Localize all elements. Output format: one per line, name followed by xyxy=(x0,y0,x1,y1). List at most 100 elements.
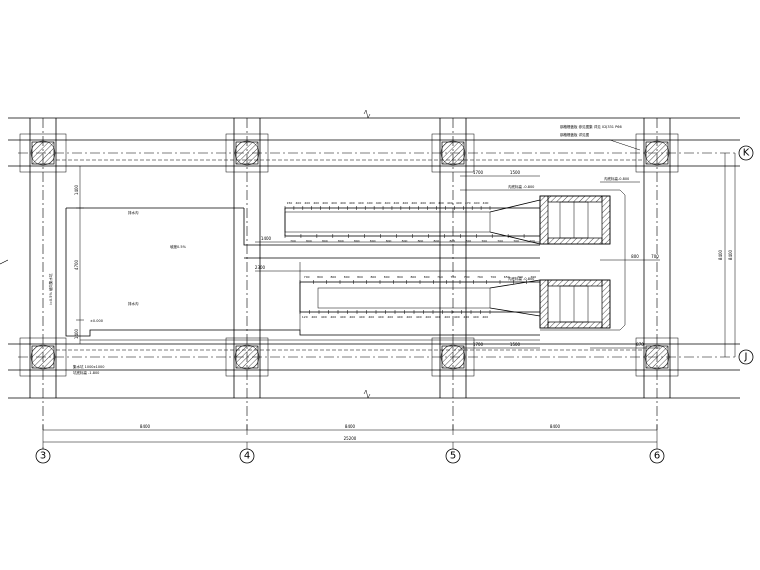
lower-bottom-label: 400 xyxy=(330,315,336,319)
upper-top-label: 400 xyxy=(402,201,408,205)
upper-top-label: 400 xyxy=(474,201,480,205)
dim-side-a: 1400 xyxy=(74,184,79,195)
lower-top-label: 700 xyxy=(517,275,523,279)
note-small-1: 排水沟 xyxy=(128,210,139,215)
lower-bottom-label: 400 xyxy=(378,315,384,319)
axis-bubble-4 xyxy=(239,448,255,464)
upper-top-label: 400 xyxy=(367,201,373,205)
lower-top-label: 800 xyxy=(410,275,416,279)
upper-top-label: 150 xyxy=(287,201,293,205)
lower-bottom-label: 400 xyxy=(387,315,393,319)
upper-top-label: 400 xyxy=(358,201,364,205)
dimension-texts: 8400 8400 8400 25200 8400 8400 1700 1500… xyxy=(74,170,733,441)
lower-top-label: 700 xyxy=(464,275,470,279)
lower-bottom-label: 400 xyxy=(359,315,365,319)
column-6K xyxy=(635,133,679,173)
lower-top-label: 700 xyxy=(490,275,496,279)
note-left-vertical: i=0.5% 坡向集水坑 xyxy=(48,273,53,305)
pit-outline xyxy=(65,189,626,341)
lower-bottom-label: 400 xyxy=(397,315,403,319)
upper-bottom-label: 800 xyxy=(402,239,408,243)
upper-top-label: 400 xyxy=(411,201,417,205)
note-top-right-1: 钢格栅盖板 参见图集 详见 02J331 P66 xyxy=(560,124,622,129)
upper-top-label: 400 xyxy=(296,201,302,205)
column-3K xyxy=(19,133,67,173)
upper-bottom-label: 800 xyxy=(449,239,455,243)
column-4J xyxy=(225,337,269,377)
upper-bottom-label: 700 xyxy=(529,239,535,243)
column-4K xyxy=(225,133,269,173)
upper-top-label: 400 xyxy=(304,201,310,205)
upper-top-label: 470 xyxy=(465,201,471,205)
lower-top-label: 760 xyxy=(477,275,483,279)
upper-top-label: 400 xyxy=(349,201,355,205)
lower-bottom-label: 400 xyxy=(444,315,450,319)
upper-top-label: 400 xyxy=(447,201,453,205)
lower-bottom-label: 400 xyxy=(425,315,431,319)
upper-top-label: 400 xyxy=(340,201,346,205)
dim-right-b: 700 xyxy=(651,254,659,259)
upper-bottom-label: 700 xyxy=(497,239,503,243)
lower-top-label: 800 xyxy=(357,275,363,279)
axis-grid xyxy=(18,118,738,430)
axis-bubble-J xyxy=(738,349,754,365)
upper-top-label: 400 xyxy=(456,201,462,205)
lower-bottom-label: 400 xyxy=(321,315,327,319)
lower-bottom-label: 400 xyxy=(482,315,488,319)
dim-channel-gap-1: 1700 xyxy=(473,170,484,175)
axis-label-4: 4 xyxy=(244,451,250,462)
lower-bottom-label: 400 xyxy=(454,315,460,319)
lower-top-label: 800 xyxy=(330,275,336,279)
dim-side-c: 1400 xyxy=(74,328,79,339)
lower-bottom-label: 400 xyxy=(473,315,479,319)
lower-bottom-label: 400 xyxy=(311,315,317,319)
lower-bottom-label: 400 xyxy=(435,315,441,319)
dim-bay-right: 8400 xyxy=(718,249,723,260)
upper-bottom-label: 800 xyxy=(322,239,328,243)
axis-label-3: 3 xyxy=(40,451,46,462)
dim-total: 25200 xyxy=(344,436,357,441)
dim-lower-run: 2300 xyxy=(255,265,266,270)
dimension-lines xyxy=(42,153,736,450)
note-bottom-left-2: 坑底标高 -1.800 xyxy=(73,370,99,375)
upper-top-label: 400 xyxy=(385,201,391,205)
axis-bubble-6 xyxy=(649,448,665,464)
dim-channel-gap-2: 1500 xyxy=(510,170,521,175)
upper-top-label: 400 xyxy=(394,201,400,205)
column-6J xyxy=(635,337,679,377)
axis-bubble-5 xyxy=(445,448,461,464)
lower-top-label: 800 xyxy=(370,275,376,279)
lower-top-label: 700 xyxy=(450,275,456,279)
upper-bottom-label: 800 xyxy=(418,239,424,243)
upper-bottom-label: 800 xyxy=(370,239,376,243)
axis-label-K: K xyxy=(743,148,750,159)
dim-bay-right-inner: 8400 xyxy=(728,249,733,260)
sump-lower xyxy=(539,279,611,329)
column-3J xyxy=(19,337,67,377)
note-left-label: 坡度0.5% xyxy=(170,244,187,249)
lower-bottom-label: 400 xyxy=(463,315,469,319)
note-mid-label-1: 沟底标高 -0.800 xyxy=(508,184,534,189)
note-bottom-left-1: 集水坑 1000x1000 xyxy=(73,364,105,369)
upper-bottom-label: 700 xyxy=(513,239,519,243)
axis-label-J: J xyxy=(744,352,748,363)
note-mid-label-2: 沟底标高 -0.800 xyxy=(508,276,534,281)
lower-top-label: 800 xyxy=(397,275,403,279)
lower-bottom-label: 400 xyxy=(349,315,355,319)
upper-top-label: 400 xyxy=(376,201,382,205)
lower-top-label: 800 xyxy=(317,275,323,279)
axis-bubble-3 xyxy=(35,448,51,464)
lower-top-label: 700 xyxy=(304,275,310,279)
dim-channel-gap-4: 1500 xyxy=(510,342,521,347)
upper-top-label: 400 xyxy=(322,201,328,205)
lower-bottom-label: 400 xyxy=(368,315,374,319)
upper-bottom-label: 800 xyxy=(354,239,360,243)
upper-top-label: 400 xyxy=(483,201,489,205)
dim-side-b: 4700 xyxy=(74,259,79,270)
upper-top-label: 400 xyxy=(438,201,444,205)
dim-channel-gap-3: 1700 xyxy=(473,342,484,347)
dim-span-3-4: 8400 xyxy=(140,424,151,429)
